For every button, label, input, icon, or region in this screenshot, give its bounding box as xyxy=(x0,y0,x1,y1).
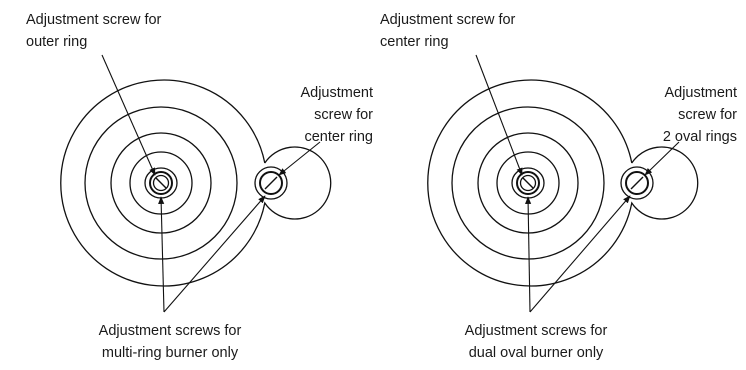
left-center-screw-icon xyxy=(144,167,178,199)
left-center-label-line2: screw for xyxy=(314,107,373,123)
left-outer-ring xyxy=(60,79,332,287)
left-outer-label-line1: Adjustment screw for xyxy=(26,12,162,28)
left-bottom-leader-1 xyxy=(158,196,165,313)
left-bottom-label-line1: Adjustment screws for xyxy=(99,323,242,339)
right-center-label-line2: center ring xyxy=(380,34,449,50)
left-center-label-line1: Adjustment xyxy=(300,85,373,101)
right-oval-label-line1: Adjustment xyxy=(664,85,737,101)
left-outer-leader xyxy=(101,54,156,176)
left-side-screw-icon xyxy=(254,166,288,200)
left-burner xyxy=(60,54,332,313)
right-bottom-leader-1 xyxy=(525,196,532,313)
right-center-screw-icon xyxy=(511,167,545,199)
right-ring-2 xyxy=(477,132,579,234)
right-oval-label-line3: 2 oval rings xyxy=(663,129,737,145)
left-outer-label-line2: outer ring xyxy=(26,34,87,50)
right-center-label-line1: Adjustment screw for xyxy=(380,12,516,28)
left-center-label-line3: center ring xyxy=(304,129,373,145)
right-outer-ring xyxy=(427,79,699,287)
right-oval-label-line2: screw for xyxy=(678,107,737,123)
right-bottom-label-line1: Adjustment screws for xyxy=(465,323,608,339)
right-center-leader xyxy=(475,54,523,176)
left-ring-2 xyxy=(110,132,212,234)
left-bottom-label-line2: multi-ring burner only xyxy=(102,345,239,361)
right-side-screw-icon xyxy=(620,166,654,200)
right-ring-3 xyxy=(451,106,605,260)
left-center-leader xyxy=(278,141,321,176)
left-bottom-leader-2 xyxy=(163,195,266,313)
left-ring-3 xyxy=(84,106,238,260)
right-bottom-leader-2 xyxy=(529,195,631,313)
right-oval-leader xyxy=(644,141,680,176)
right-burner xyxy=(427,54,699,313)
right-bottom-label-line2: dual oval burner only xyxy=(469,345,604,361)
